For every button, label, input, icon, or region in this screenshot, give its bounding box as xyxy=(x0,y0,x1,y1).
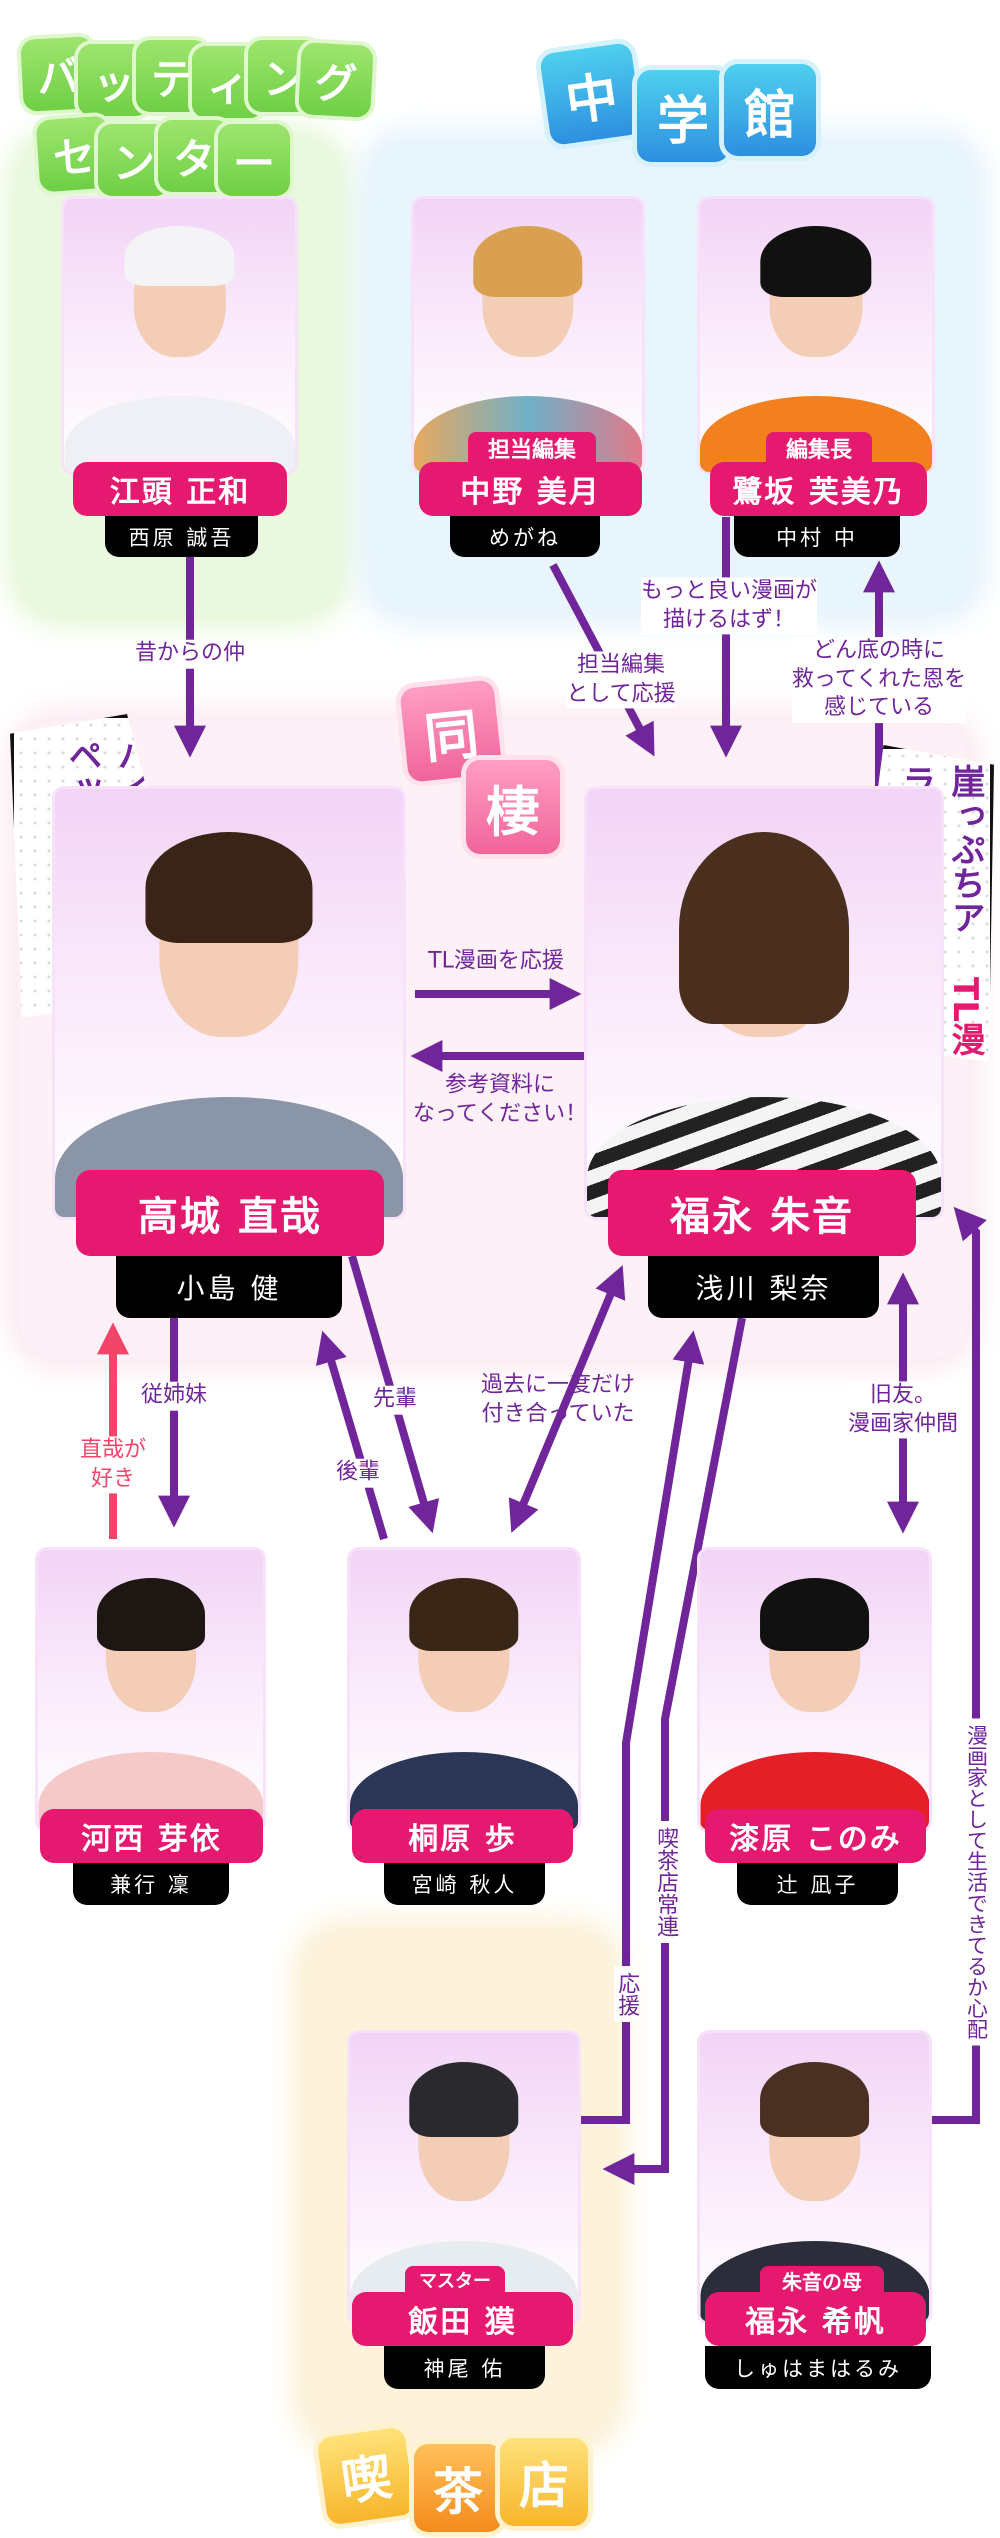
actor-name: 中村 中 xyxy=(734,516,900,557)
label-line: 旧友。 xyxy=(869,1382,937,1408)
title-char: 店 xyxy=(500,2438,588,2526)
actor-name: 兼行 凜 xyxy=(73,1863,229,1905)
character-name: 飯田 獏 xyxy=(352,2292,573,2346)
label-kouhai: 後輩 xyxy=(335,1458,381,1488)
character-name: 江頭 正和 xyxy=(73,462,287,516)
portrait xyxy=(35,1547,266,1833)
title-char: 棲 xyxy=(466,760,560,854)
arrow-cafe-regular xyxy=(602,1317,746,2185)
actor-name: 神尾 佑 xyxy=(384,2346,545,2389)
label-line: 直哉が xyxy=(79,1437,147,1463)
label-old-friend-manga: 旧友。漫画家仲間 xyxy=(847,1381,959,1439)
label-line: 担当編集 xyxy=(576,652,665,678)
title-char: 館 xyxy=(724,64,816,156)
role-badge: マスター xyxy=(405,2266,505,2294)
label-reference: 参考資料になってください！ xyxy=(413,1071,587,1128)
title-char: 学 xyxy=(637,70,729,162)
label-gratitude: どん底の時に救ってくれた恩を感じている xyxy=(791,637,967,723)
actor-name: 浅川 梨奈 xyxy=(648,1256,879,1318)
actor-name: 小島 健 xyxy=(116,1256,342,1318)
actor-name: しゅはまはるみ xyxy=(705,2346,931,2389)
character-name: 鷺坂 芙美乃 xyxy=(710,462,927,516)
label-senpai: 先輩 xyxy=(372,1385,418,1415)
role-badge: 編集長 xyxy=(766,432,872,464)
actor-name: 辻 凪子 xyxy=(737,1863,898,1905)
portrait xyxy=(347,1547,581,1833)
label-line: 漫画家仲間 xyxy=(847,1411,959,1436)
title-char: ー xyxy=(218,124,290,196)
portrait xyxy=(697,1547,932,1833)
label-worried: 漫画家として生活できてるか心配 xyxy=(964,1718,989,2046)
character-name: 福永 希帆 xyxy=(705,2292,926,2346)
label-line: もっと良い漫画が xyxy=(640,578,818,604)
label-better-manga: もっと良い漫画が描けるはず！ xyxy=(640,577,818,635)
label-old-friends: 昔からの仲 xyxy=(134,639,246,669)
label-line: 付き合っていた xyxy=(481,1401,635,1426)
portrait xyxy=(61,196,298,475)
actor-name: めがね xyxy=(450,516,600,557)
character-name: 漆原 このみ xyxy=(705,1809,926,1863)
role-badge: 担当編集 xyxy=(468,432,596,464)
character-name: 河西 芽依 xyxy=(40,1809,263,1863)
label-line: どん底の時に xyxy=(812,638,945,664)
title-char: 茶 xyxy=(414,2444,502,2532)
character-name: 中野 美月 xyxy=(419,462,642,516)
arrow-cheer xyxy=(581,1330,705,2124)
portrait xyxy=(347,2030,581,2325)
label-cheer: 応援 xyxy=(613,1966,639,2022)
label-line: 好き xyxy=(90,1466,136,1491)
actor-name: 宮崎 秋人 xyxy=(384,1863,545,1905)
label-editor-support: 担当編集として応援 xyxy=(566,651,676,709)
label-line: 感じている xyxy=(823,695,934,721)
label-line: 描けるはず！ xyxy=(662,607,796,632)
character-name: 高城 直哉 xyxy=(76,1170,384,1256)
actor-name: 西原 誠吾 xyxy=(105,516,258,557)
label-past-dating: 過去に一度だけ付き合っていた xyxy=(481,1371,635,1428)
role-badge: 朱音の母 xyxy=(760,2266,884,2294)
label-line: なってください！ xyxy=(412,1101,588,1126)
label-tl-support: TL漫画を応援 xyxy=(428,948,564,974)
arrow-kouhai xyxy=(316,1330,388,1541)
portrait xyxy=(584,786,944,1220)
label-likes: 直哉が好き xyxy=(79,1436,147,1494)
portrait xyxy=(697,196,935,475)
label-line: 参考資料に xyxy=(444,1072,555,1098)
character-name: 桐原 歩 xyxy=(352,1809,573,1863)
label-line: 過去に一度だけ xyxy=(480,1372,636,1398)
arrow-past-dating xyxy=(508,1265,626,1533)
label-cafe-regular: 喫茶店常連 xyxy=(652,1821,678,1943)
arrow-worried xyxy=(932,1206,987,2124)
label-cousin: 従姉妹 xyxy=(140,1381,208,1411)
label-line: として応援 xyxy=(566,681,676,706)
character-name: 福永 朱音 xyxy=(608,1170,916,1256)
portrait xyxy=(52,786,406,1220)
label-line: 救ってくれた恩を xyxy=(791,666,967,692)
